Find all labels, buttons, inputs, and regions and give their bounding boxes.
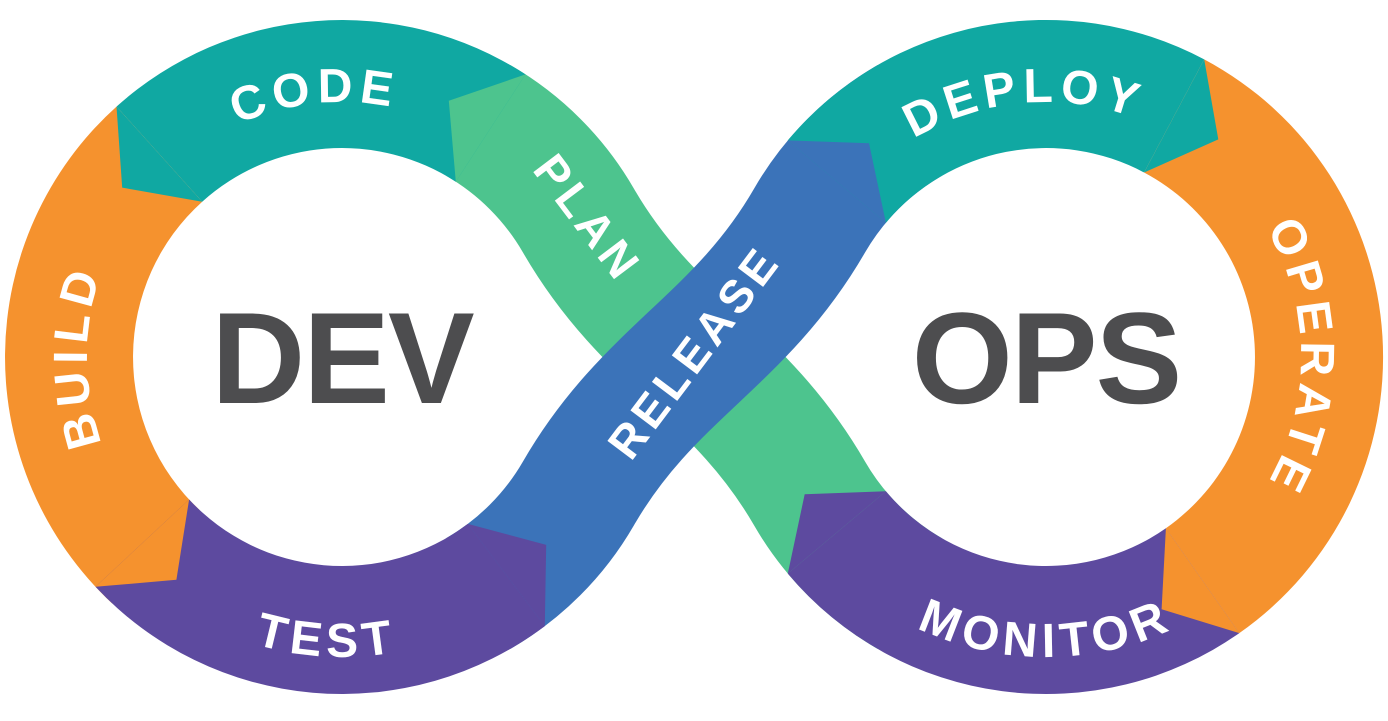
chevron-monitor-to-plan	[787, 491, 886, 574]
chevron-deploy-to-operate	[1144, 59, 1219, 173]
build-segment	[5, 106, 203, 604]
test-segment	[95, 499, 545, 694]
chevron-release-to-deploy	[787, 140, 886, 223]
chevron-operate-to-monitor	[1161, 528, 1240, 634]
chevron-build-to-test	[95, 499, 190, 587]
label-build: BUILD	[44, 259, 111, 455]
operate-segment	[1144, 59, 1384, 634]
chevron-plan-to-code	[448, 74, 526, 182]
chevron-test-to-release	[467, 523, 547, 627]
chevron-code-to-build	[116, 106, 203, 202]
dev-title: DEV	[211, 285, 474, 431]
code-segment	[116, 20, 526, 202]
ops-title: OPS	[912, 285, 1181, 431]
monitor-segment	[787, 491, 1240, 695]
deploy-segment	[787, 19, 1205, 223]
